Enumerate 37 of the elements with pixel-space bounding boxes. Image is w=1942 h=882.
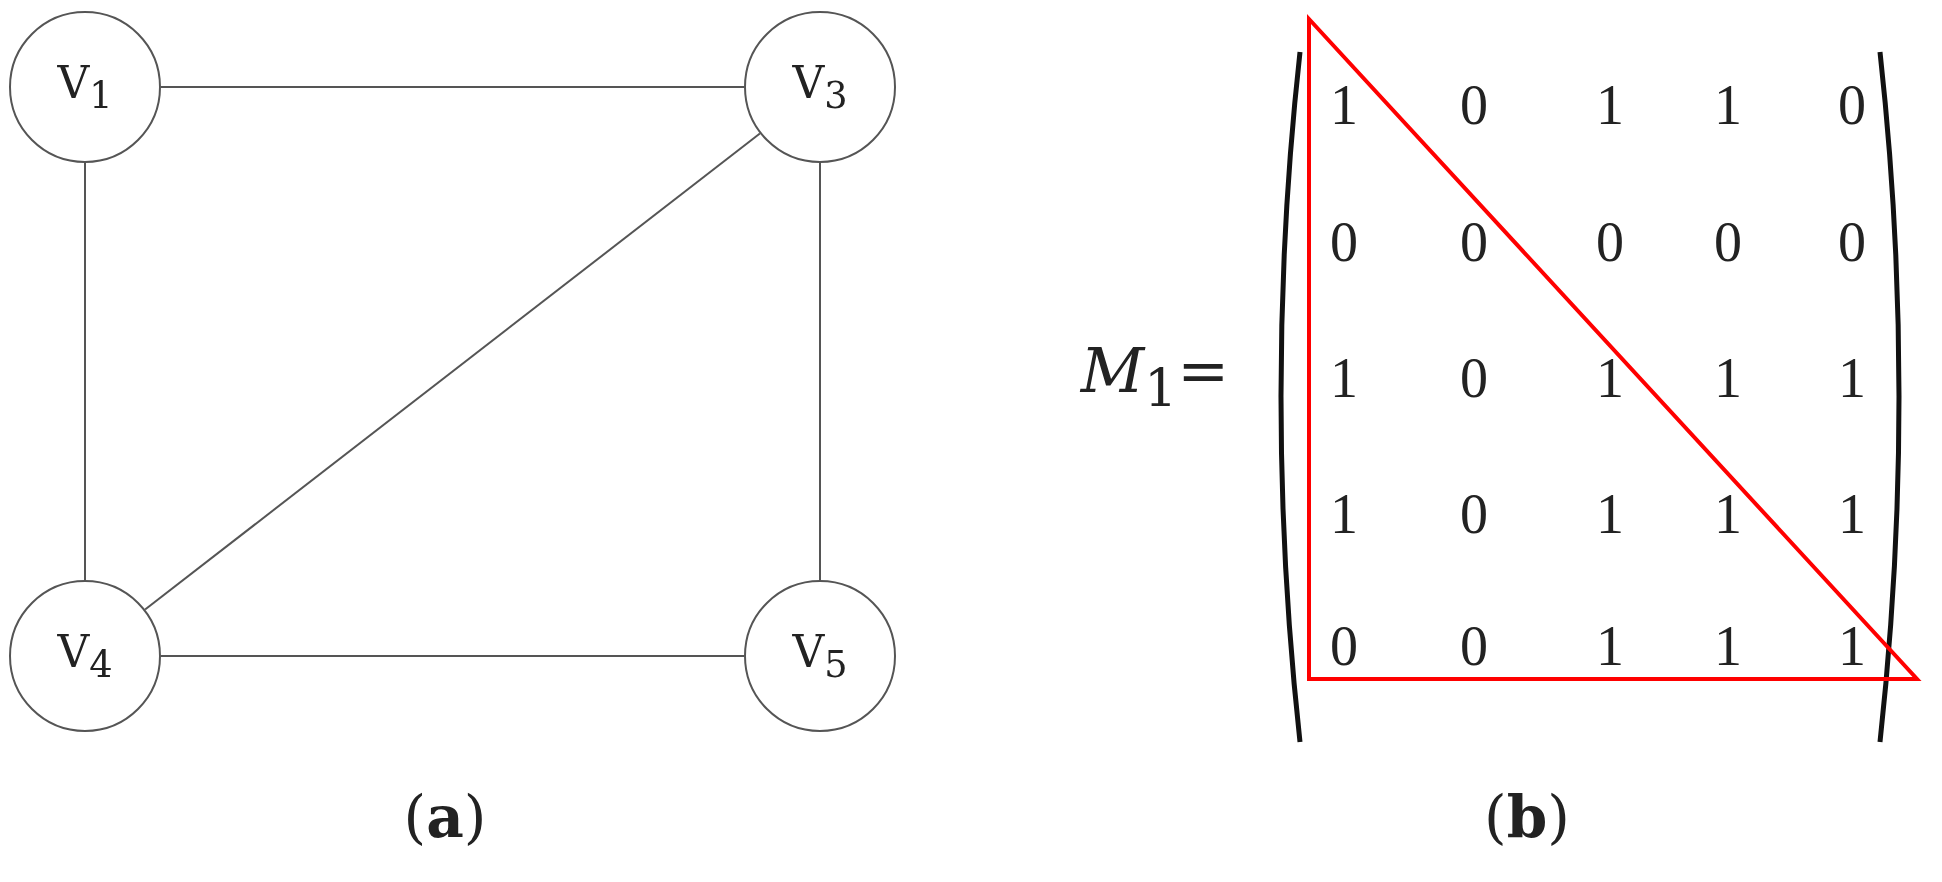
matrix-entry: 1 bbox=[1714, 73, 1742, 137]
connector-line bbox=[160, 86, 745, 88]
matrix-entry: 1 bbox=[1330, 482, 1358, 546]
matrix-entry: 0 bbox=[1714, 210, 1742, 274]
matrix-entry: 1 bbox=[1838, 482, 1866, 546]
connector-line bbox=[160, 655, 745, 657]
vertex-label: V$_{5}$ bbox=[792, 626, 848, 686]
vertex-label: V$_{4}$ bbox=[57, 626, 113, 686]
matrix-entry: 0 bbox=[1596, 210, 1624, 274]
matrix-entry: 1 bbox=[1714, 482, 1742, 546]
matrix-entry: 0 bbox=[1460, 346, 1488, 410]
connector-line bbox=[819, 162, 821, 581]
matrix-entry: 1 bbox=[1596, 73, 1624, 137]
matrix-entry: 1 bbox=[1596, 346, 1624, 410]
matrix-entry: 0 bbox=[1330, 614, 1358, 678]
panel-label: (a) bbox=[403, 783, 487, 851]
matrix-entry: 0 bbox=[1460, 73, 1488, 137]
matrix-entry: 0 bbox=[1460, 482, 1488, 546]
matrix-entry: 1 bbox=[1838, 346, 1866, 410]
matrix-entry: 1 bbox=[1596, 614, 1624, 678]
vertex-label: V$_{3}$ bbox=[792, 57, 848, 117]
matrix-entry: 1 bbox=[1714, 614, 1742, 678]
matrix-entry: 1 bbox=[1596, 482, 1624, 546]
connector-line bbox=[84, 162, 86, 581]
connector-line bbox=[144, 132, 761, 611]
vertex-label: V$_{1}$ bbox=[57, 57, 113, 117]
matrix-entry: 1 bbox=[1714, 346, 1742, 410]
matrix-entry: 1 bbox=[1330, 73, 1358, 137]
matrix-entry: 0 bbox=[1330, 210, 1358, 274]
panel-label: (b) bbox=[1484, 783, 1570, 851]
matrix-entry: 0 bbox=[1838, 210, 1866, 274]
matrix-entry: 1 bbox=[1330, 346, 1358, 410]
matrix-entry: 1 bbox=[1838, 614, 1866, 678]
matrix-entry: 0 bbox=[1460, 210, 1488, 274]
matrix-entry: 0 bbox=[1838, 73, 1866, 137]
matrix-name: M$_{1}$= bbox=[1080, 334, 1230, 418]
matrix-entry: 0 bbox=[1460, 614, 1488, 678]
